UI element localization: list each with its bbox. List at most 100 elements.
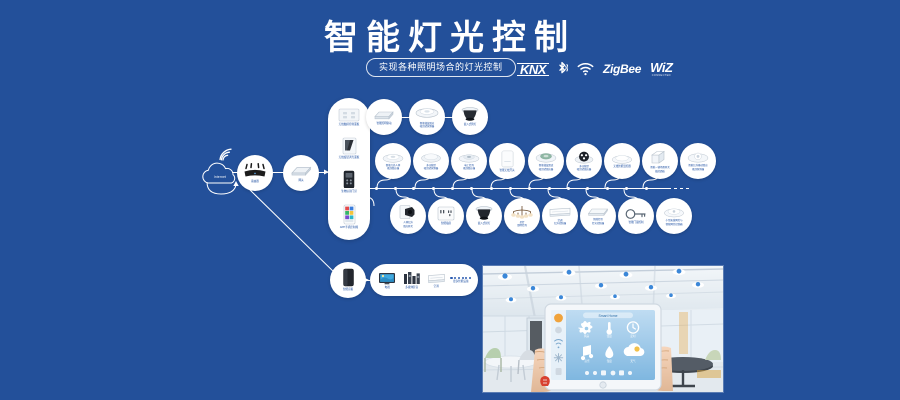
device-mid-1[interactable]: 多功能型 吸顶式探测器: [413, 143, 449, 179]
smart-speaker-icon: [342, 268, 355, 287]
device-mid-5-label: 多功能型 吸顶式感应器: [576, 164, 592, 171]
link-router-gateway: [272, 172, 284, 173]
led-strip-controller-icon: [587, 207, 609, 217]
smart-lock-icon: [625, 208, 647, 220]
device-bot-4[interactable]: 空调 红外控制器: [542, 198, 578, 234]
device-bot-2-label: 嵌入式射灯: [477, 222, 491, 226]
media-item-tv-label: 电视: [384, 285, 390, 289]
device-bot-4-label: 空调 红外控制器: [553, 218, 566, 225]
pir-wall-switch-icon: [399, 204, 417, 220]
office-smart-control-photo: Smart Home 风扇 温度 定时: [483, 266, 723, 392]
panel-item-dimmer[interactable]: 无线旋钮调光面板: [329, 137, 369, 159]
recessed-spotlight-icon: [475, 206, 493, 221]
arrow-speaker-media: [364, 277, 369, 283]
media-item-more[interactable]: 更多智能设备: [449, 276, 472, 284]
device-bot-1[interactable]: 智能插座: [428, 198, 464, 234]
device-bot-0-label: 人体红外 感应开关: [403, 221, 413, 228]
device-bot-1-label: 智能插座: [441, 222, 451, 226]
access-control-icon: [343, 171, 355, 189]
dimmer-panel-icon: [342, 138, 356, 155]
device-bot-6[interactable]: 智能门锁控制: [618, 198, 654, 234]
media-item-audio-label: 多媒体影音: [405, 286, 419, 289]
bus-line: [340, 188, 670, 189]
app-title-text: Smart Home: [598, 314, 617, 318]
tv-icon: [379, 272, 396, 284]
smart-socket-icon: [437, 206, 455, 221]
bus-node: [394, 186, 397, 190]
bus-node: [606, 186, 609, 190]
touch-panel-icon: [338, 109, 360, 122]
device-top-0[interactable]: 智能照明驱动: [366, 99, 402, 135]
panel-item-touch-label: 无线触摸控制面板: [338, 123, 360, 127]
application-photo: Smart Home 风扇 温度 定时: [483, 266, 723, 392]
device-top-2-label: 嵌入式筒灯: [463, 123, 477, 127]
brand-logo-strip: KNX ZigBee: [517, 58, 673, 80]
scene-switch-panel-icon: [650, 149, 670, 165]
device-top-1[interactable]: 智能微波感应 吸顶式探测器: [409, 99, 445, 135]
mini-gateway-icon: [663, 206, 685, 218]
device-mid-2[interactable]: 电工灯具 吸顶感应器: [451, 143, 487, 179]
ceiling-light-sensor-icon: [458, 152, 480, 163]
wiz-logo-text: WiZ: [650, 59, 673, 75]
device-top-2[interactable]: 嵌入式筒灯: [452, 99, 488, 135]
bus-node: [586, 186, 589, 190]
panel-item-dimmer-label: 无线旋钮调光面板: [338, 156, 360, 160]
gateway-icon: [289, 164, 313, 178]
tile-label-fan: 风扇: [584, 334, 590, 338]
bus-line-dashed-tail: [668, 188, 690, 189]
device-mid-7-label: 智能一键场景开关 触控面板: [650, 166, 670, 173]
bus-node: [412, 186, 415, 190]
router-icon: [243, 162, 267, 179]
arrow-gateway-panel: [324, 169, 329, 175]
device-bot-2[interactable]: 嵌入式射灯: [466, 198, 502, 234]
cloud-icon: [202, 162, 236, 184]
device-mid-3-label: 智能无线开关: [499, 168, 515, 172]
bus-node: [625, 186, 628, 190]
wifi-logo: [577, 62, 594, 76]
more-dots-icon: [450, 276, 472, 280]
device-top-0-label: 智能照明驱动: [376, 121, 392, 125]
device-mid-7[interactable]: 智能一键场景开关 触控面板: [642, 143, 678, 179]
panel-item-access[interactable]: 生物识别门禁: [329, 170, 369, 193]
device-mid-1-label: 多功能型 吸顶式探测器: [423, 163, 439, 170]
device-bot-7[interactable]: 小型无线网关与 智能网关控制器: [656, 198, 692, 234]
device-mid-0[interactable]: 智能红外人体 吸顶感应器: [375, 143, 411, 179]
panel-item-touch[interactable]: 无线触摸控制面板: [329, 108, 369, 126]
gateway-node[interactable]: 网关: [283, 155, 319, 191]
media-item-tv[interactable]: 电视: [376, 272, 399, 289]
device-mid-3[interactable]: 智能无线开关: [489, 143, 525, 179]
device-mid-6[interactable]: 无线智能温控器: [604, 143, 640, 179]
bus-node: [470, 186, 473, 190]
wiz-logo: WiZ CONNECTED: [650, 59, 673, 78]
router-label: 路由器: [251, 179, 259, 183]
bluetooth-logo: [557, 61, 568, 77]
bluetooth-icon: [559, 61, 568, 74]
device-bot-5[interactable]: 智能灯带 灯光控制器: [580, 198, 616, 234]
speaker-system-icon: [403, 272, 420, 284]
header: 智能灯光控制 实现各种照明场合的灯光控制 KNX: [0, 0, 900, 92]
media-item-more-label: 更多智能设备: [452, 280, 469, 284]
wifi-signal-icon: [218, 148, 234, 162]
router-node[interactable]: 路由器: [237, 155, 273, 191]
device-bot-3[interactable]: 吊灯 照明灯具: [504, 198, 540, 234]
panel-item-app-label: APP手机控制端: [339, 226, 359, 230]
device-mid-8[interactable]: 智能红外移动感应 吸顶探测器: [680, 143, 716, 179]
device-mid-6-label: 无线智能温控器: [613, 165, 631, 169]
subtitle-pill: 实现各种照明场合的灯光控制: [366, 58, 516, 77]
bus-node: [509, 186, 512, 190]
media-item-audio[interactable]: 多媒体影音: [400, 271, 423, 289]
wireless-switch-icon: [501, 150, 514, 168]
media-item-ac[interactable]: 空调: [425, 273, 448, 288]
device-mid-5[interactable]: 多功能型 吸顶式感应器: [566, 143, 602, 179]
device-mid-4[interactable]: 智能微波雷达 吸顶式感应器: [528, 143, 564, 179]
chandelier-icon: [510, 205, 534, 220]
device-bot-0[interactable]: 人体红外 感应开关: [390, 198, 426, 234]
radar-ceiling-sensor-icon: [535, 151, 557, 163]
tile-label-timer: 定时: [630, 334, 636, 338]
knx-logo: KNX: [517, 61, 549, 77]
panel-item-app[interactable]: APP手机控制端: [329, 204, 369, 229]
link-cloud-router-curve: [206, 181, 239, 195]
zigbee-logo: ZigBee: [602, 62, 642, 76]
control-panel-group: 无线触摸控制面板 无线旋钮调光面板 生物识别门禁: [328, 98, 370, 240]
tile-label-humidity: 湿度: [607, 359, 613, 363]
